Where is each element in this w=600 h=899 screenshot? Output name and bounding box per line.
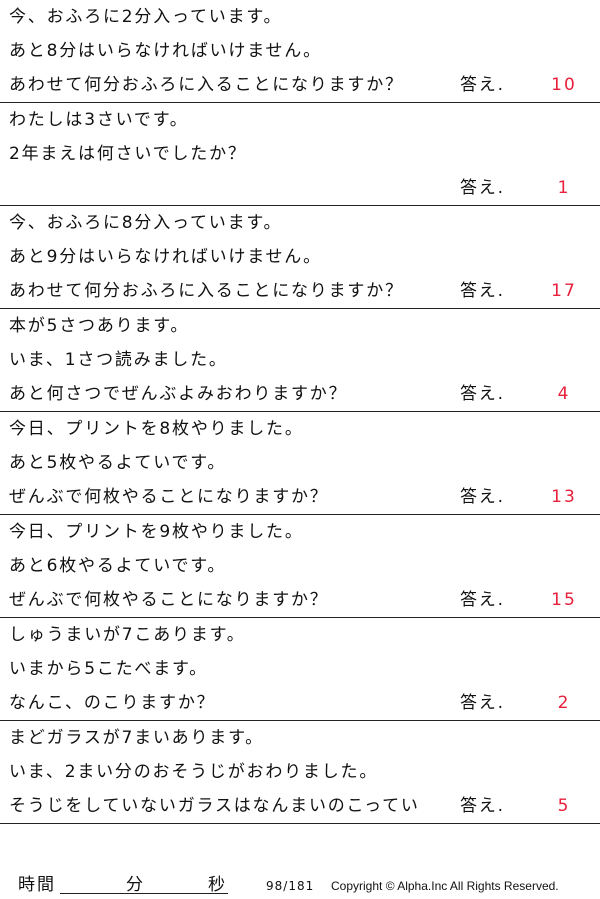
problem-7: しゅうまいが7こあります。 いまから5こたべます。 なんこ、のこりますか？ 答え… bbox=[0, 618, 600, 721]
time-label: 時間 bbox=[18, 875, 56, 895]
problem-6: 今日、プリントを9枚やりました。 あと6枚やるよていです。 ぜんぶで何枚やること… bbox=[0, 515, 600, 618]
problem-2-answer-label: 答え. bbox=[458, 177, 505, 199]
problem-8-line-2: いま、2まい分のおそうじがおわりました。 bbox=[9, 762, 379, 782]
problem-7-line-1: しゅうまいが7こあります。 bbox=[9, 625, 246, 645]
page-number: 98/181 bbox=[266, 879, 315, 893]
problem-1-line-2: あと8分はいらなければいけません。 bbox=[9, 41, 322, 61]
problem-1: 今、おふろに2分入っています。 あと8分はいらなければいけません。 あわせて何分… bbox=[0, 0, 600, 103]
minutes-label: 分 bbox=[126, 875, 143, 895]
problem-5-answer-label: 答え. bbox=[458, 486, 505, 508]
problem-3-line-3: あわせて何分おふろに入ることになりますか？ bbox=[9, 281, 404, 301]
problem-6-answer-label: 答え. bbox=[458, 589, 505, 611]
problem-4-line-2: いま、1さつ読みました。 bbox=[9, 350, 228, 370]
problem-2-line-2: 2年まえは何さいでしたか？ bbox=[9, 144, 247, 164]
problem-2-line-1: わたしは3さいです。 bbox=[9, 110, 189, 130]
time-entry-line bbox=[60, 893, 228, 894]
problem-5-answer: 13 bbox=[551, 487, 577, 507]
problem-3-line-1: 今、おふろに8分入っています。 bbox=[9, 213, 283, 233]
problem-3-answer: 17 bbox=[551, 281, 577, 301]
problem-6-line-1: 今日、プリントを9枚やりました。 bbox=[9, 522, 304, 542]
problem-list: 今、おふろに2分入っています。 あと8分はいらなければいけません。 あわせて何分… bbox=[0, 0, 600, 824]
problem-6-line-3: ぜんぶで何枚やることになりますか？ bbox=[9, 590, 329, 610]
problem-5: 今日、プリントを8枚やりました。 あと5枚やるよていです。 ぜんぶで何枚やること… bbox=[0, 412, 600, 515]
problem-6-line-2: あと6枚やるよていです。 bbox=[9, 556, 227, 576]
problem-6-answer: 15 bbox=[551, 590, 577, 610]
problem-2: わたしは3さいです。 2年まえは何さいでしたか？ 答え. 1 bbox=[0, 103, 600, 206]
problem-1-answer: 10 bbox=[551, 75, 577, 95]
seconds-label: 秒 bbox=[208, 875, 225, 895]
problem-4-answer-label: 答え. bbox=[458, 383, 505, 405]
problem-7-line-2: いまから5こたべます。 bbox=[9, 659, 208, 679]
problem-5-line-3: ぜんぶで何枚やることになりますか？ bbox=[9, 487, 329, 507]
problem-4-line-3: あと何さつでぜんぶよみおわりますか？ bbox=[9, 384, 348, 404]
footer: 時間 分 秒 98/181 Copyright © Alpha.Inc All … bbox=[0, 866, 600, 899]
problem-2-answer: 1 bbox=[557, 178, 571, 198]
problem-4-line-1: 本が5さつあります。 bbox=[9, 316, 190, 336]
problem-4: 本が5さつあります。 いま、1さつ読みました。 あと何さつでぜんぶよみおわります… bbox=[0, 309, 600, 412]
problem-5-line-2: あと5枚やるよていです。 bbox=[9, 453, 227, 473]
problem-1-line-3: あわせて何分おふろに入ることになりますか？ bbox=[9, 75, 404, 95]
problem-8: まどガラスが7まいあります。 いま、2まい分のおそうじがおわりました。 そうじを… bbox=[0, 721, 600, 824]
problem-3-answer-label: 答え. bbox=[458, 280, 505, 302]
problem-7-answer: 2 bbox=[557, 693, 571, 713]
problem-8-line-3: そうじをしていないガラスはなんまいのこってい bbox=[9, 796, 420, 816]
problem-7-line-3: なんこ、のこりますか？ bbox=[9, 693, 216, 713]
problem-8-line-1: まどガラスが7まいあります。 bbox=[9, 728, 264, 748]
problem-7-answer-label: 答え. bbox=[458, 692, 505, 714]
problem-1-answer-label: 答え. bbox=[458, 74, 505, 96]
problem-1-line-1: 今、おふろに2分入っています。 bbox=[9, 7, 283, 27]
problem-8-answer-label: 答え. bbox=[458, 795, 505, 817]
problem-8-answer: 5 bbox=[557, 796, 571, 816]
problem-3: 今、おふろに8分入っています。 あと9分はいらなければいけません。 あわせて何分… bbox=[0, 206, 600, 309]
problem-4-answer: 4 bbox=[557, 384, 571, 404]
copyright: Copyright © Alpha.Inc All Rights Reserve… bbox=[331, 879, 559, 893]
problem-3-line-2: あと9分はいらなければいけません。 bbox=[9, 247, 322, 267]
problem-5-line-1: 今日、プリントを8枚やりました。 bbox=[9, 419, 304, 439]
